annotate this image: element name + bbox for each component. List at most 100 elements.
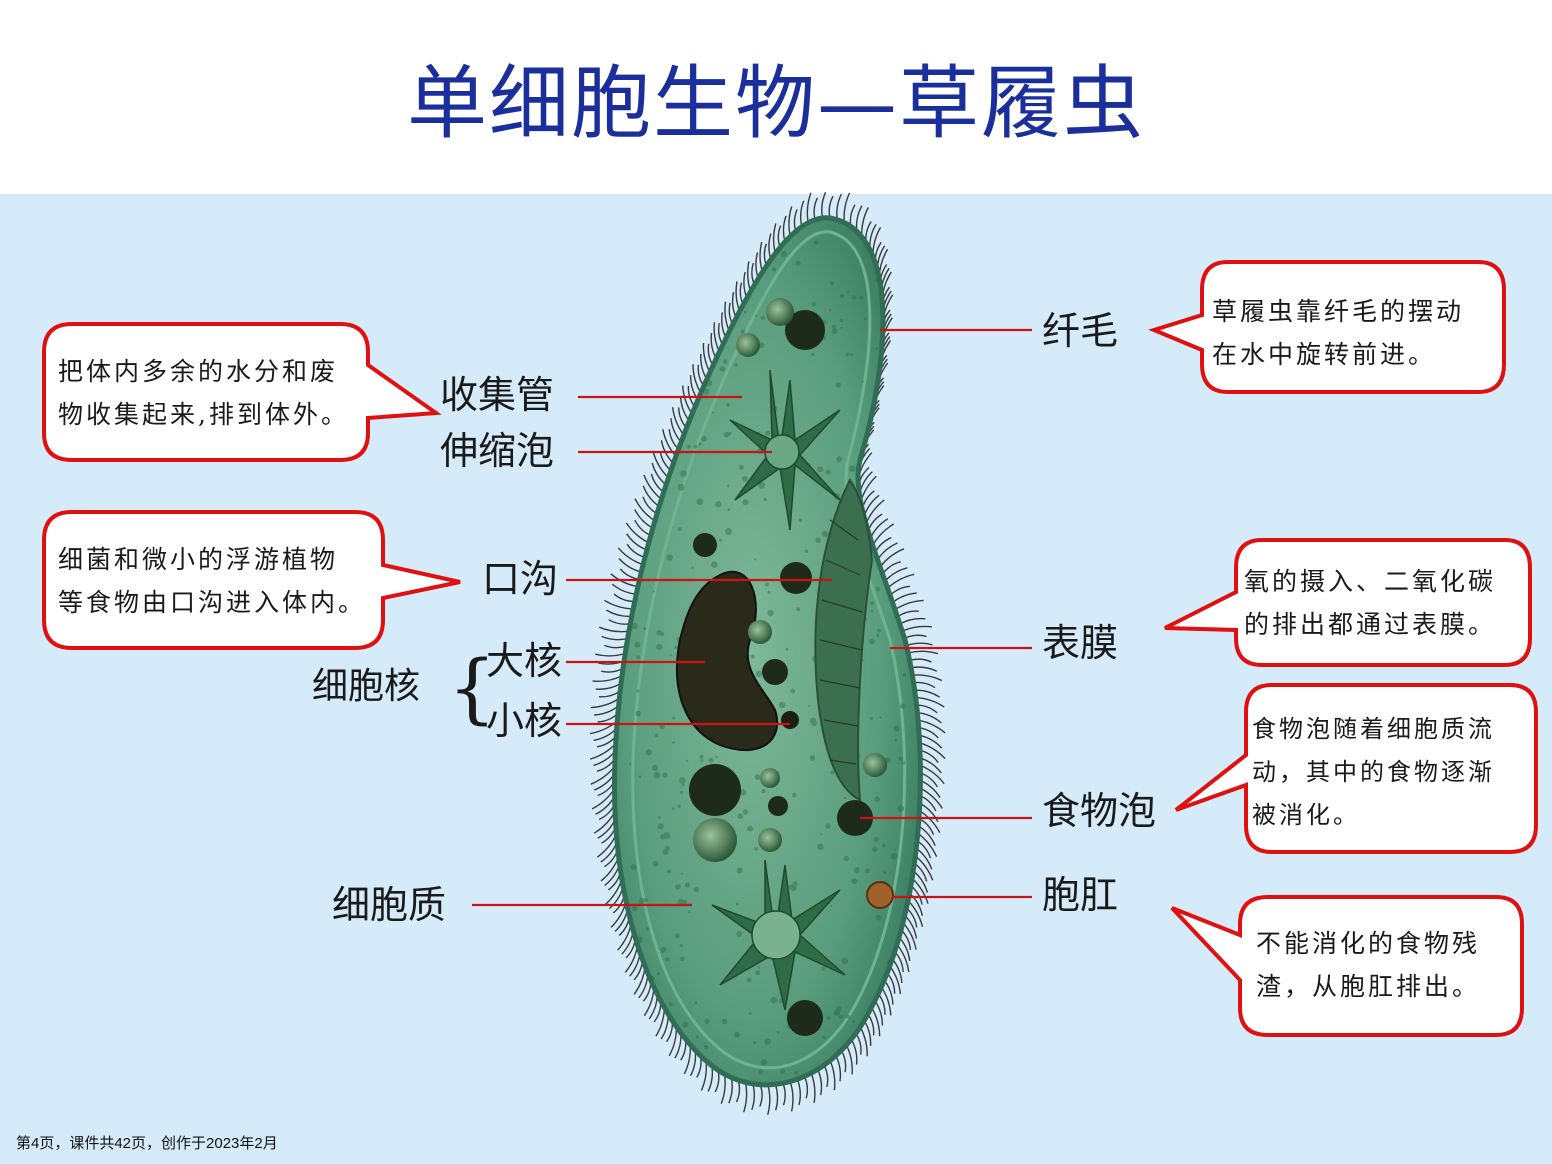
granule (847, 290, 850, 293)
cilium (810, 1072, 816, 1104)
granule (657, 823, 664, 830)
granule (693, 445, 698, 449)
cilium (606, 609, 632, 618)
granule (677, 804, 681, 808)
granule (680, 956, 685, 962)
granule (663, 832, 671, 839)
granule (630, 863, 637, 871)
granule (701, 435, 707, 442)
granule (691, 566, 694, 569)
cilium (913, 681, 936, 689)
granule (758, 1069, 764, 1075)
granule (715, 755, 718, 759)
granule (843, 855, 849, 862)
granule (711, 561, 718, 568)
granule (893, 725, 900, 732)
callout-line: 草履虫靠纤毛的摆动 (1212, 297, 1465, 326)
granule (795, 260, 801, 266)
granule (764, 1038, 771, 1045)
granule (813, 301, 816, 304)
cell-body (612, 215, 923, 1088)
granule (881, 843, 886, 848)
granule (754, 847, 758, 851)
cilium (917, 832, 938, 857)
granule (746, 977, 752, 983)
cilium (849, 204, 856, 227)
granule (831, 324, 837, 329)
granule (852, 295, 857, 300)
granule (629, 763, 632, 766)
granule (634, 641, 641, 648)
granule (703, 388, 710, 395)
granule (748, 1011, 752, 1015)
granule (755, 314, 758, 317)
granule (685, 759, 689, 763)
granule (652, 590, 655, 593)
granule (677, 898, 684, 906)
granule (686, 444, 691, 449)
granule (666, 554, 673, 561)
cilium (593, 811, 616, 834)
granule (793, 1070, 799, 1075)
granule (758, 482, 765, 489)
granule (841, 957, 849, 965)
granule (727, 484, 730, 488)
granule (644, 898, 648, 902)
granule (840, 326, 843, 329)
slide-title: 单细胞生物—草履虫 (407, 57, 1145, 150)
granule (698, 442, 702, 446)
granule (677, 527, 682, 532)
granule (780, 1068, 786, 1075)
pellicle-line (631, 230, 907, 1070)
granule (736, 931, 743, 937)
cilium (608, 619, 631, 625)
label-contractile-vacuole: 伸缩泡 (440, 429, 555, 473)
cilium (906, 642, 933, 647)
cilium (874, 536, 892, 553)
granule (708, 757, 714, 763)
cilium (887, 573, 915, 589)
granule (682, 1021, 689, 1028)
granule (890, 853, 898, 860)
granule (868, 638, 875, 645)
leader-lines (472, 328, 1032, 907)
granule (684, 882, 691, 888)
granule (821, 530, 829, 538)
cilium (796, 1078, 801, 1106)
cilium (689, 1050, 697, 1077)
granule (727, 532, 730, 536)
granule (635, 710, 641, 717)
granule (652, 860, 659, 867)
cilium (799, 200, 805, 227)
cilium (910, 666, 938, 672)
granule (737, 813, 743, 819)
cilium (724, 301, 730, 332)
granule (736, 902, 739, 906)
granule (636, 936, 643, 944)
granule (719, 366, 726, 372)
granule (754, 558, 757, 561)
granule (839, 1014, 844, 1019)
label-macronucleus: 大核 (486, 639, 563, 683)
granule (656, 629, 662, 636)
cilium (861, 207, 869, 237)
granule (749, 295, 752, 298)
granule (674, 933, 680, 939)
cilium (774, 1084, 779, 1111)
granule (742, 809, 749, 815)
granule (631, 622, 638, 630)
cilium (894, 599, 924, 611)
granule (675, 884, 681, 890)
granule (835, 382, 842, 388)
granule (665, 845, 670, 851)
cilium (601, 667, 624, 673)
granule (817, 466, 824, 473)
oral-groove-cilia (819, 519, 863, 765)
cilium (823, 1064, 829, 1088)
granule (715, 501, 722, 508)
granule (785, 647, 789, 651)
slide-footer: 第4页，课件共42页，创作于2023年2月 (16, 1135, 278, 1152)
callout-cilia-text: 草履虫靠纤毛的摆动 在水中旋转前进。 (1212, 290, 1464, 376)
granule (844, 796, 847, 800)
granule (660, 834, 666, 840)
